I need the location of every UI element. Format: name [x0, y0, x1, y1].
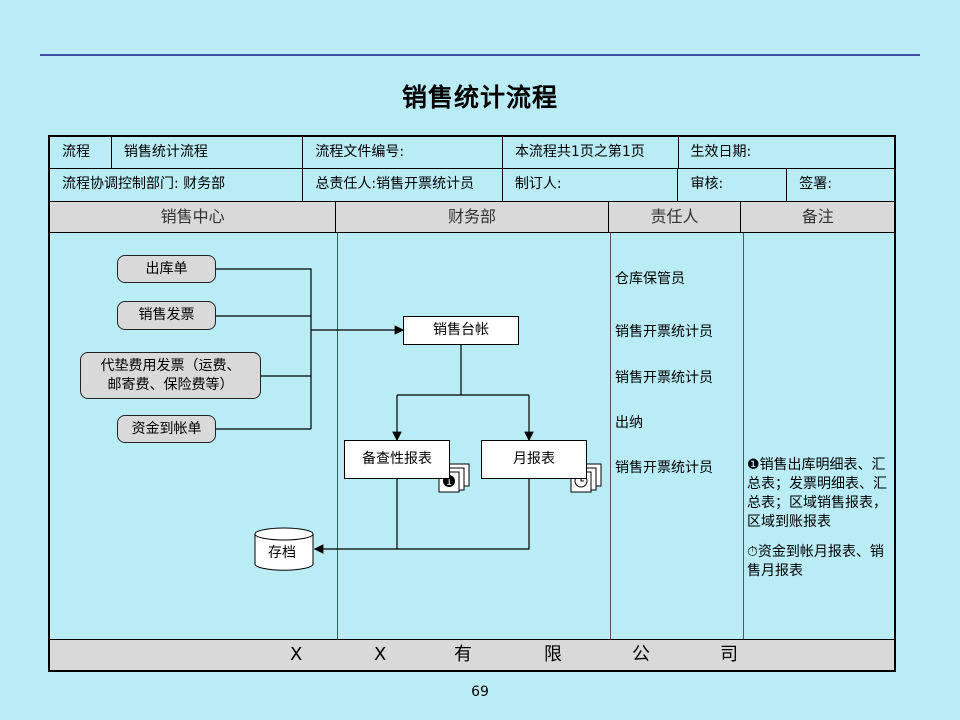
node-archive-label: 存档: [268, 545, 296, 561]
header-cell: 本流程共1页之第1页: [503, 137, 679, 168]
node-outbound-slip: 出库单: [117, 255, 216, 283]
node-advance-line: 邮寄费、保险费等）: [107, 377, 234, 393]
node-advance-invoice: 代垫费用发票（运费、 邮寄费、保险费等）: [80, 352, 261, 399]
connector-to-archive: [313, 479, 530, 554]
header-row-2: 流程协调控制部门: 财务部 总责任人:销售开票统计员 制订人: 审核: 签署:: [50, 169, 894, 202]
node-monthly-report: 月报表: [481, 440, 587, 479]
lane-header-responsible: 责任人: [609, 202, 742, 232]
footer-char: X: [290, 644, 303, 665]
header-cell: 制订人:: [503, 169, 679, 201]
lane-header-sales-center: 销售中心: [50, 202, 337, 232]
header-cell: 签署:: [799, 176, 832, 192]
lane-header-row: 销售中心 财务部 责任人 备注: [50, 202, 894, 233]
top-rule: [40, 54, 920, 56]
responsible-label: 仓库保管员: [615, 271, 685, 287]
responsible-label: 销售开票统计员: [615, 460, 713, 476]
footer-char: 有: [454, 644, 472, 665]
remark-2: ⏱资金到帐月报表、销售月报表: [747, 543, 892, 581]
header-row-1: 流程 销售统计流程 流程文件编号: 本流程共1页之第1页 生效日期:: [50, 137, 894, 169]
company-footer: X X 有 限 公 司: [50, 639, 894, 670]
clock-icon: ⏱: [747, 544, 758, 560]
lane-header-remarks: 备注: [801, 207, 834, 226]
archive-cylinder: [254, 527, 314, 571]
node-funds-receipt: 资金到帐单: [117, 415, 216, 443]
header-cell: 审核:: [678, 169, 788, 201]
marker-one-digit: 1: [446, 477, 452, 488]
remark-1: ❶销售出库明细表、汇总表；发票明细表、汇总表；区域销售报表，区域到账报表: [747, 456, 892, 532]
lane-divider: [337, 233, 338, 642]
header-cell: 流程: [50, 137, 112, 168]
footer-char: X: [374, 644, 387, 665]
lane-divider: [610, 233, 611, 642]
marker-one-icon: ❶: [747, 457, 760, 473]
footer-char: 司: [720, 644, 738, 665]
header-cell: 流程协调控制部门: 财务部: [50, 169, 304, 201]
lane-header-finance: 财务部: [336, 202, 609, 232]
process-table: 流程 销售统计流程 流程文件编号: 本流程共1页之第1页 生效日期: 流程协调控…: [48, 135, 896, 672]
node-sales-ledger: 销售台帐: [403, 316, 519, 345]
connector-merge: [216, 268, 312, 429]
node-check-report: 备查性报表: [344, 440, 450, 479]
header-cell: 销售统计流程: [112, 137, 304, 168]
remark-2-text: 资金到帐月报表、销售月报表: [747, 544, 884, 579]
header-cell: 生效日期:: [690, 144, 752, 160]
remark-1-text: 销售出库明细表、汇总表；发票明细表、汇总表；区域销售报表，区域到账报表: [747, 457, 887, 530]
node-sales-invoice: 销售发票: [117, 301, 216, 330]
responsible-label: 销售开票统计员: [615, 370, 713, 386]
responsible-label: 销售开票统计员: [615, 324, 713, 340]
page-number: 69: [471, 684, 489, 700]
header-cell: 流程文件编号:: [303, 137, 503, 168]
footer-char: 限: [544, 644, 562, 665]
node-sales-invoice-label: 销售发票: [138, 307, 195, 323]
responsible-label: 出纳: [615, 415, 643, 431]
header-cell: 总责任人:销售开票统计员: [303, 169, 503, 201]
lane-divider: [743, 233, 744, 642]
node-advance-line: 代垫费用发票（运费、: [100, 358, 241, 374]
page-title: 销售统计流程: [401, 83, 558, 112]
footer-char: 公: [632, 644, 650, 665]
